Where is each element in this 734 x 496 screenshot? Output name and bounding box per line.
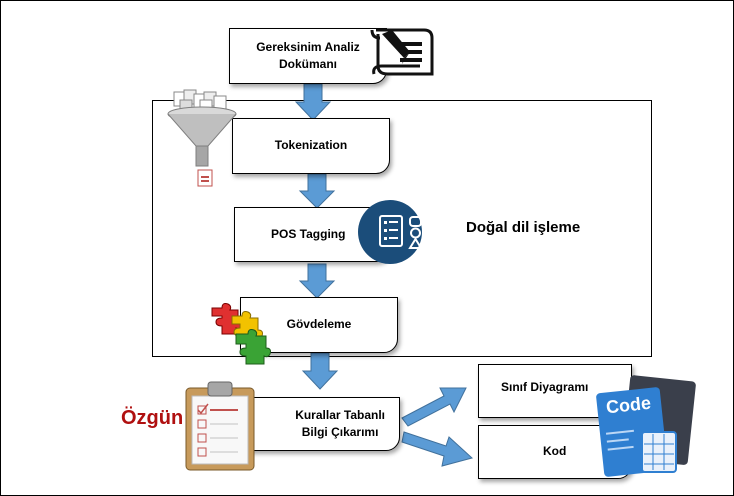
arrow-stem-to-rules (301, 352, 339, 390)
tokenization-label: Tokenization (274, 138, 348, 153)
arrow-doc-to-token (294, 83, 332, 121)
funnel-icon (167, 89, 237, 187)
arrow-pos-to-stem (298, 263, 336, 299)
arrow-rules-to-class-diagram (401, 387, 467, 427)
puzzle-icon (211, 303, 271, 365)
arrow-token-to-pos (298, 173, 336, 209)
original-contribution-label: Özgün (121, 407, 184, 429)
shapes-icon (408, 216, 423, 249)
code-icon (596, 375, 696, 477)
code-label: Kod (543, 444, 567, 459)
arrow-rules-to-code (401, 431, 474, 467)
requirements-document-label: Gereksinim Analiz Dokümanı (256, 39, 360, 71)
stemming-label: Gövdeleme (286, 317, 352, 332)
pos-tagging-label: POS Tagging (271, 226, 346, 241)
document-pen-icon (370, 28, 434, 76)
nlp-region-label: Doğal dil işleme (466, 219, 581, 236)
clipboard-icon (185, 381, 255, 471)
tokenization-box: Tokenization (232, 118, 390, 174)
rule-based-extraction-box: Kurallar Tabanlı Bilgi Çıkarımı (244, 397, 400, 451)
rule-based-extraction-label: Kurallar Tabanlı Bilgi Çıkarımı (295, 407, 385, 439)
list-shapes-icon (379, 215, 403, 247)
class-diagram-label: Sınıf Diyagramı (501, 380, 589, 394)
requirements-document-box: Gereksinim Analiz Dokümanı (229, 28, 387, 84)
